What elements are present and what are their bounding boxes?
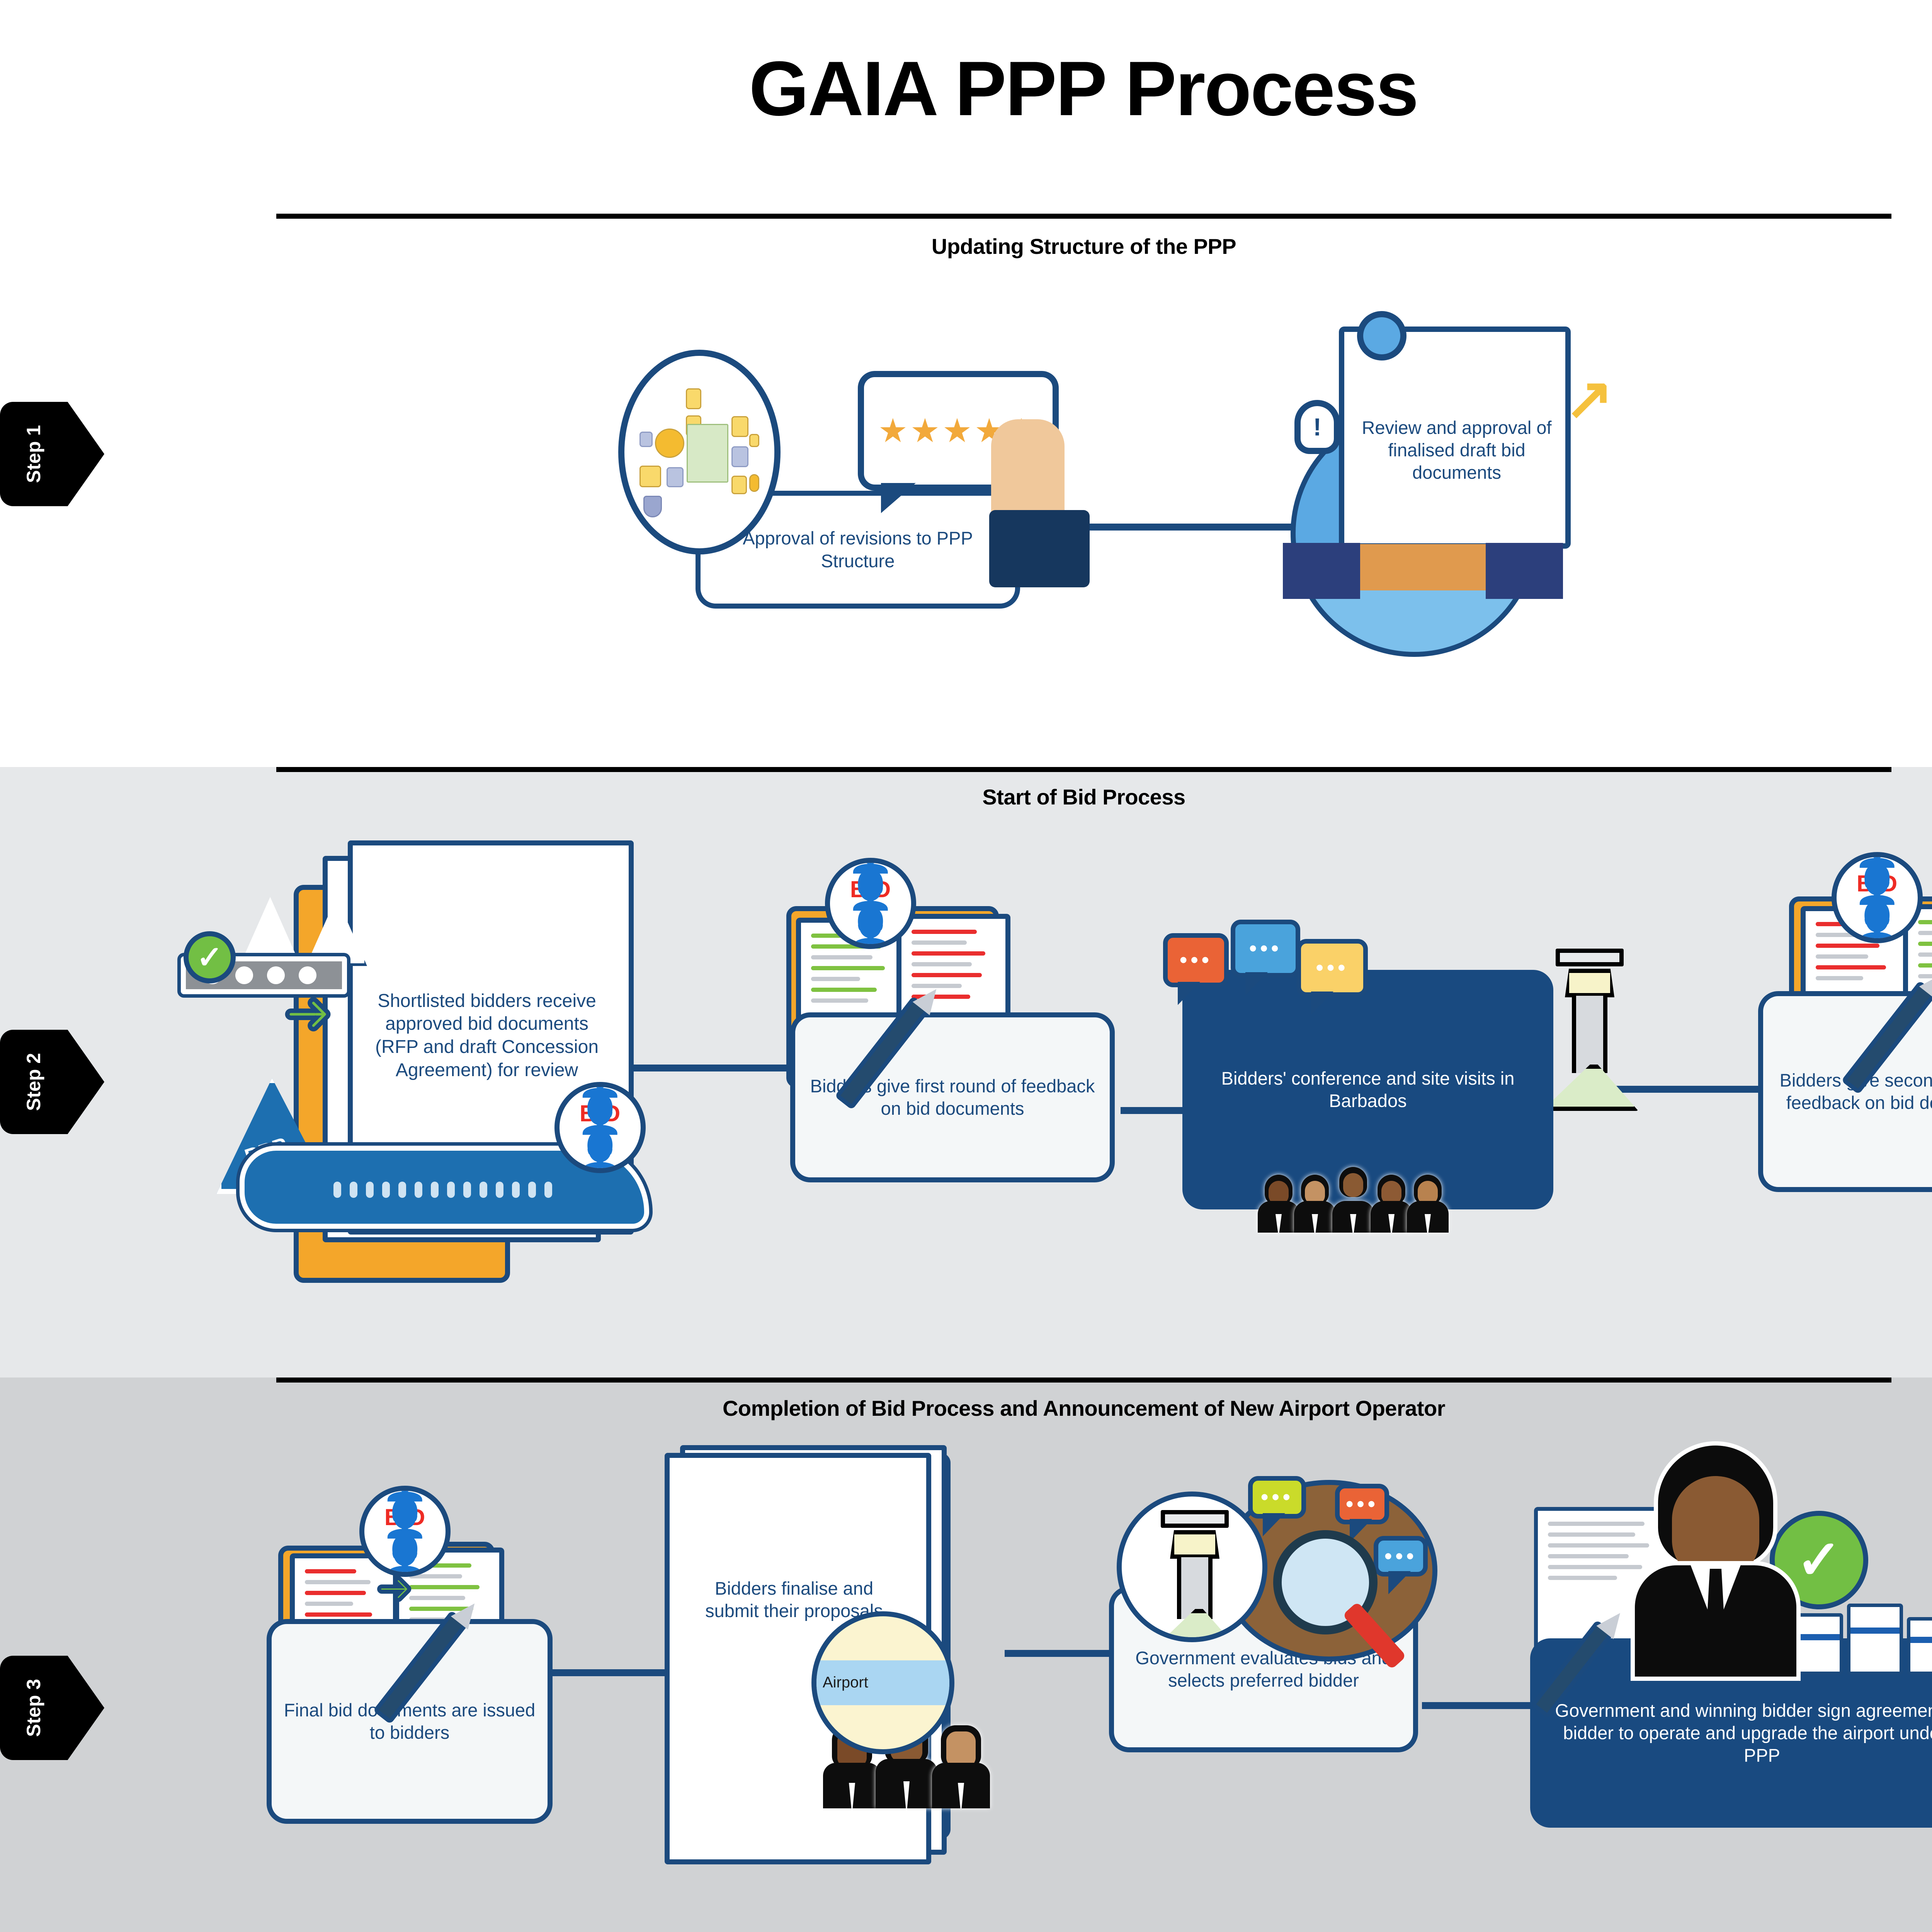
speech-dots: ••• (1179, 947, 1213, 973)
step-tab-2-label: Step 2 (23, 1053, 45, 1111)
bidders-group-icon: 👤👤👤 (577, 1087, 623, 1172)
bid-badge-text: BID (1856, 871, 1898, 896)
heading-step-2: Start of Bid Process (982, 785, 1185, 809)
hand-cuff (989, 510, 1090, 587)
alert-icon: ! (1294, 400, 1340, 454)
plane-windows (333, 1182, 552, 1198)
person-icon (1294, 1175, 1336, 1233)
person-icon (1330, 1167, 1376, 1233)
divider-step-1 (276, 214, 1891, 219)
person-icon (1258, 1175, 1299, 1233)
bid-badge-step2-b: BID 👤👤👤 (825, 858, 916, 949)
person-icon (1371, 1175, 1412, 1233)
control-tower-icon-step2 (1542, 949, 1638, 1115)
card-review-approval-label: Review and approval of finalised draft b… (1362, 417, 1552, 483)
ppp-structure-flow-icon (618, 350, 781, 554)
airport-label: Airport (823, 1674, 868, 1691)
bid-badge-text: BID (384, 1504, 426, 1530)
speech-dots: ••• (1249, 936, 1282, 961)
speech-dots: ••• (1316, 955, 1349, 981)
speech-bubble-orange-step3: ••• (1335, 1484, 1389, 1542)
alert-mark: ! (1313, 413, 1321, 441)
divider-step-3 (276, 1378, 1891, 1383)
card-bidders-conference-label: Bidders' conference and site visits in B… (1221, 1068, 1515, 1111)
bid-badge-step2-a: BID 👤👤👤 (554, 1082, 646, 1173)
card-bidders-conference[interactable]: Bidders' conference and site visits in B… (1182, 970, 1553, 1209)
airport-buildings-icon (1795, 1604, 1932, 1675)
suit-cuff-right (1486, 543, 1563, 599)
bid-badge-text: BID (850, 876, 891, 902)
card-final-bid-documents[interactable]: Final bid documents are issued to bidder… (267, 1619, 553, 1824)
airport-map-icon-step3: Airport (811, 1611, 954, 1754)
speech-dots: ••• (1384, 1543, 1417, 1569)
speech-bubble-blue-step3: ••• (1374, 1536, 1428, 1594)
bidders-group-icon: 👤👤👤 (382, 1491, 428, 1576)
divider-step-2 (276, 767, 1891, 772)
card-second-round-feedback[interactable]: Bidders give second round of feedback on… (1758, 991, 1932, 1192)
step-tab-3[interactable]: Step 3 (0, 1656, 104, 1760)
page-title: GAIA PPP Process (749, 46, 1419, 132)
speech-bubble-lime: ••• (1248, 1476, 1306, 1536)
card-shortlisted-bidders-label: Shortlisted bidders receive approved bid… (375, 990, 599, 1080)
card-final-bid-documents-label: Final bid documents are issued to bidder… (284, 1699, 536, 1743)
connector-step2-a (634, 1065, 815, 1071)
bidders-group-icon: 👤👤👤 (847, 863, 894, 948)
check-mark: ✓ (196, 940, 223, 975)
bid-badge-step3-a: BID 👤👤👤 (359, 1486, 451, 1577)
approved-check-icon-step2: ✓ (184, 931, 236, 983)
suit-cuff-left (1283, 543, 1360, 599)
green-arrow-step2: ➜ (283, 980, 334, 1045)
step-tab-2[interactable]: Step 2 (0, 1030, 104, 1134)
flow-diagram-glyph (639, 388, 759, 517)
speech-bubble-orange: ••• (1163, 933, 1229, 1005)
step-tab-1[interactable]: Step 1 (0, 402, 104, 506)
card-sign-agreement-label: Government and winning bidder sign agree… (1555, 1700, 1932, 1766)
speech-bubble-blue: ••• (1231, 920, 1300, 995)
airport-terminal-icon (240, 893, 367, 966)
control-tower-icon-step3 (1147, 1510, 1243, 1637)
card-approval-revisions-label: Approval of revisions to PPP Structure (743, 528, 973, 571)
speech-dots: ••• (1260, 1485, 1294, 1510)
card-shortlisted-bidders[interactable]: Shortlisted bidders receive approved bid… (359, 904, 614, 1167)
step-tab-3-label: Step 3 (23, 1679, 45, 1737)
person-icon (1407, 1175, 1449, 1233)
connector-step3-c (1422, 1702, 1542, 1709)
control-tower-circle-step3 (1117, 1492, 1267, 1642)
person-icon (932, 1725, 990, 1808)
bid-badge-step2-d: BID 👤👤👤 (1832, 852, 1923, 943)
award-medal-icon (1357, 311, 1406, 361)
airport-runway-strip: Airport (816, 1660, 949, 1706)
magnifier-icon-step3 (1273, 1530, 1378, 1634)
bid-badge-text: BID (579, 1100, 621, 1126)
winning-bidder-avatar (1631, 1441, 1801, 1681)
heading-step-3: Completion of Bid Process and Announceme… (722, 1396, 1446, 1420)
connector-step2-c (1596, 1086, 1777, 1093)
heading-step-1: Updating Structure of the PPP (931, 234, 1236, 259)
speech-dots: ••• (1345, 1491, 1379, 1517)
speech-bubble-yellow: ••• (1296, 939, 1368, 1015)
card-review-approval[interactable]: Review and approval of finalised draft b… (1349, 386, 1565, 514)
growth-arrow-icon: ↗ (1565, 366, 1614, 431)
bidders-crowd-step2 (1258, 1167, 1449, 1233)
bidders-group-icon: 👤👤👤 (1854, 857, 1900, 942)
check-mark: ✓ (1796, 1529, 1842, 1590)
step-tab-1-label: Step 1 (23, 425, 45, 483)
